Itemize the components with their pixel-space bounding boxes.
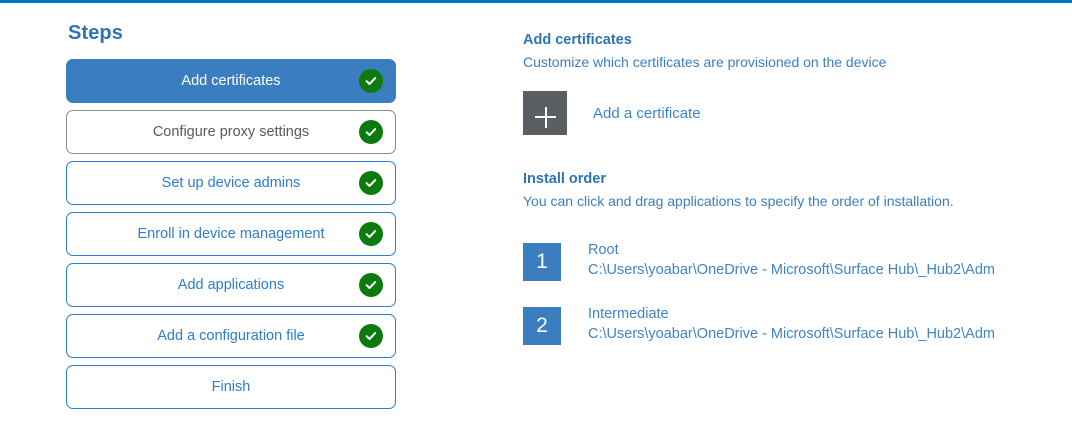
order-item-name: Root — [588, 242, 619, 258]
step-label: Finish — [211, 379, 251, 395]
order-item-path: C:\Users\yoabar\OneDrive - Microsoft\Sur… — [588, 262, 995, 278]
step-label: Enroll in device management — [137, 226, 325, 242]
detail-panel: Add certificates Customize which certifi… — [523, 30, 1043, 345]
install-order-section: Install order You can click and drag app… — [523, 169, 1043, 345]
plus-icon[interactable] — [523, 91, 567, 135]
checkmark-icon — [359, 222, 383, 246]
steps-title: Steps — [68, 22, 123, 44]
step-button-5[interactable]: Add a configuration file — [66, 314, 396, 358]
top-accent-rule — [0, 0, 1072, 3]
order-number-badge: 2 — [523, 307, 561, 345]
order-item-path: C:\Users\yoabar\OneDrive - Microsoft\Sur… — [588, 326, 995, 342]
add-a-certificate-label: Add a certificate — [593, 104, 701, 122]
step-button-3[interactable]: Enroll in device management — [66, 212, 396, 256]
add-certificates-heading: Add certificates — [523, 32, 632, 48]
step-label: Set up device admins — [161, 175, 301, 191]
step-button-0[interactable]: Add certificates — [66, 59, 396, 103]
add-a-certificate-button[interactable]: Add a certificate — [523, 91, 1043, 135]
step-label: Configure proxy settings — [152, 124, 310, 140]
checkmark-icon — [359, 171, 383, 195]
add-certificates-section: Add certificates Customize which certifi… — [523, 30, 1043, 135]
install-order-subtitle: You can click and drag applications to s… — [523, 193, 954, 209]
add-certificates-subtitle: Customize which certificates are provisi… — [523, 54, 887, 70]
step-button-6[interactable]: Finish — [66, 365, 396, 409]
step-label: Add a configuration file — [157, 328, 305, 344]
checkmark-icon — [359, 273, 383, 297]
step-label: Add applications — [177, 277, 285, 293]
checkmark-icon — [359, 69, 383, 93]
step-label: Add certificates — [181, 73, 281, 89]
checkmark-icon — [359, 324, 383, 348]
step-button-2[interactable]: Set up device admins — [66, 161, 396, 205]
step-button-4[interactable]: Add applications — [66, 263, 396, 307]
checkmark-icon — [359, 120, 383, 144]
step-button-1[interactable]: Configure proxy settings — [66, 110, 396, 154]
install-order-heading: Install order — [523, 171, 606, 187]
order-number-badge: 1 — [523, 243, 561, 281]
order-item-name: Intermediate — [588, 306, 669, 322]
